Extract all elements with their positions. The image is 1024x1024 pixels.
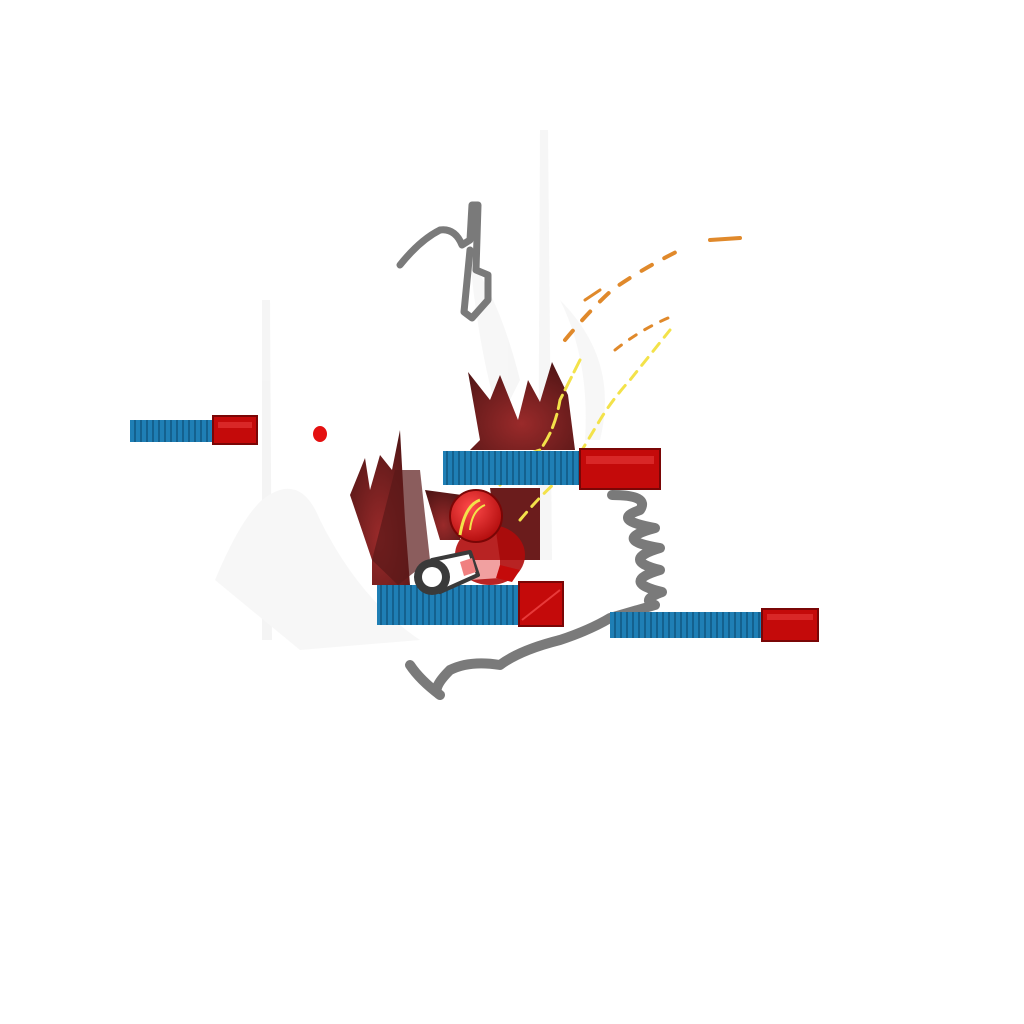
red-orb: [313, 426, 327, 442]
scribble-tail: [396, 201, 492, 322]
spike-cluster-left: [350, 430, 462, 585]
platform-end-block: [212, 415, 258, 445]
smoke-trail: [405, 490, 667, 700]
platform-end-block: [579, 448, 661, 490]
platform-middle-lower: [377, 581, 564, 627]
platform-right: [610, 608, 819, 642]
cannon: [414, 550, 480, 595]
platform-top-left: [130, 415, 258, 445]
platform-end-block: [761, 608, 819, 642]
platform-middle-upper: [443, 448, 661, 490]
player-head: [449, 489, 503, 543]
